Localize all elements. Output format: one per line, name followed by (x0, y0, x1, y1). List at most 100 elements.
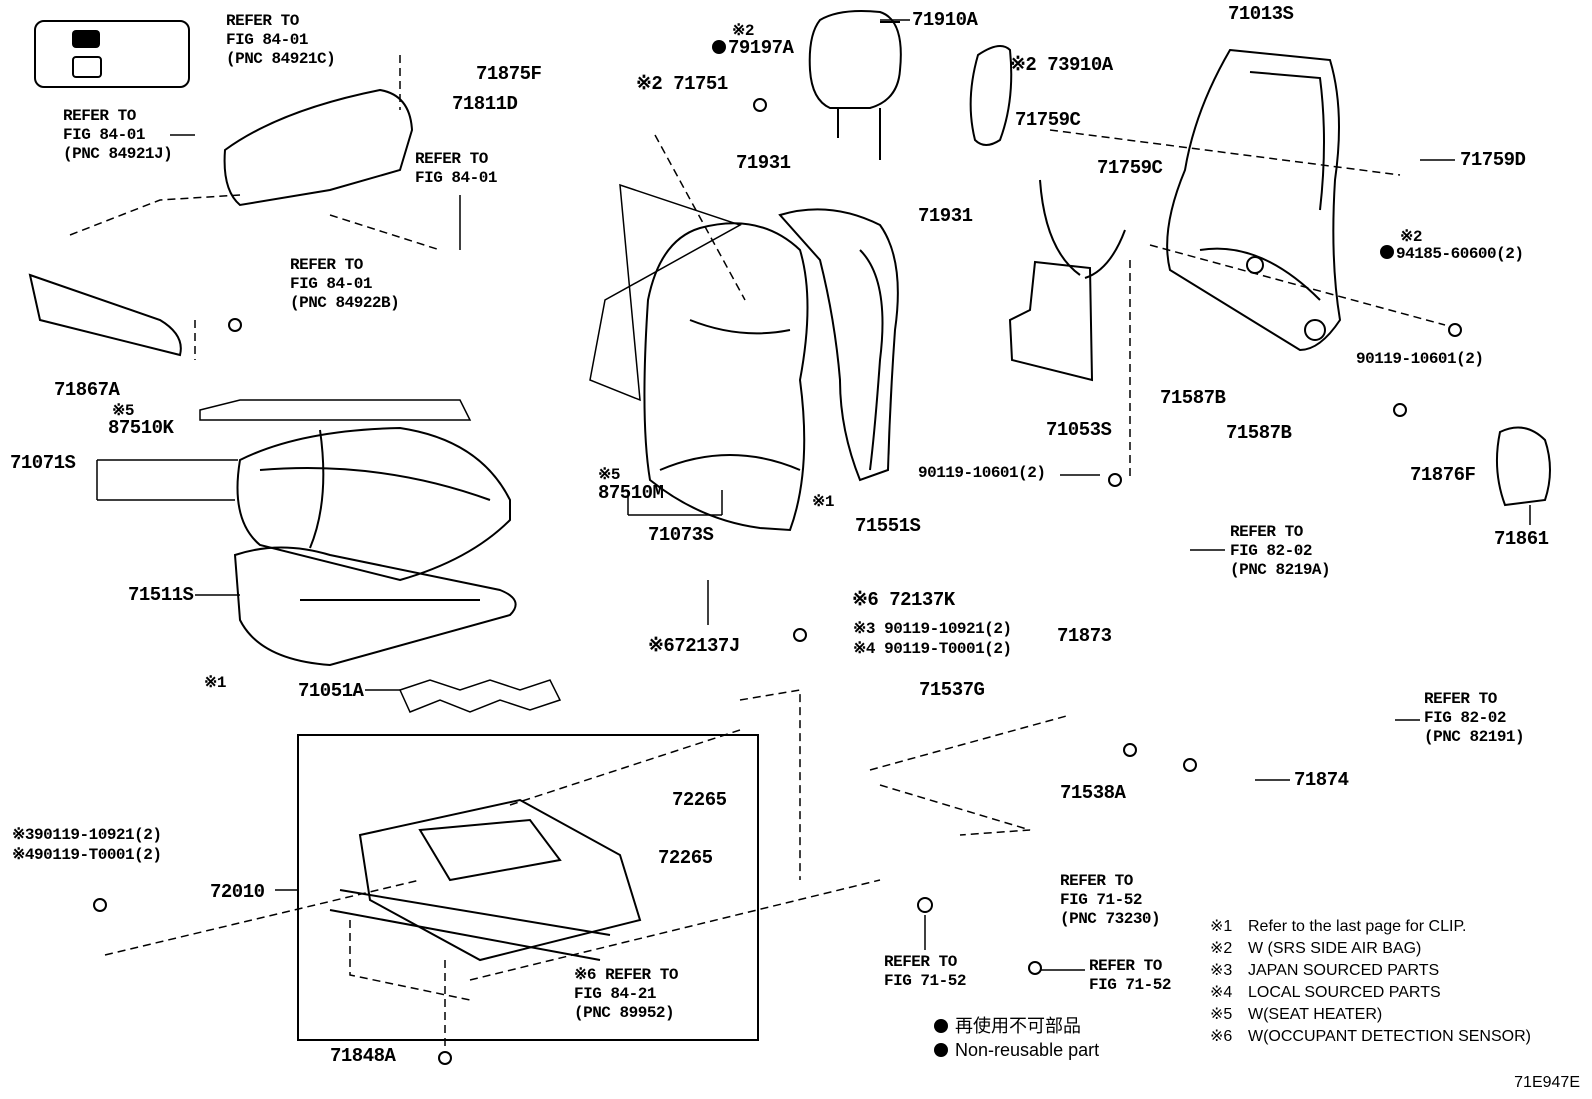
label-71931-a: 71931 (736, 152, 791, 174)
label-71873: 71873 (1057, 625, 1112, 647)
label-clip-mark-a: ※1 (812, 493, 835, 511)
label-72265-b: 72265 (658, 847, 713, 869)
label-79197A-text: 79197A (728, 37, 794, 59)
label-71053S: 71053S (1046, 419, 1112, 441)
label-72265-a: 72265 (672, 789, 727, 811)
label-90119-10601-a: 90119-10601(2) (1356, 350, 1484, 368)
label-94185-mark: ※2 (1400, 228, 1423, 246)
footnote-row: ※6 W(OCCUPANT DETECTION SENSOR) (1210, 1026, 1531, 1048)
footnote-row: ※5 W(SEAT HEATER) (1210, 1004, 1531, 1026)
label-72010: 72010 (210, 881, 265, 903)
footnote-key: ※6 (1210, 1028, 1233, 1045)
legend-row-en: Non-reusable part (934, 1038, 1099, 1062)
color-key-box (34, 20, 190, 88)
label-ref-8219A: REFER TO FIG 82-02 (PNC 8219A) (1230, 523, 1331, 579)
footnote-row: ※3 JAPAN SOURCED PARTS (1210, 960, 1531, 982)
label-79197A-mark: ※2 (732, 22, 755, 40)
label-71910A: 71910A (912, 9, 978, 31)
document-id: 71E947E (1514, 1074, 1580, 1091)
label-73910A: ※2 73910A (1010, 54, 1113, 76)
label-87510K-mark: ※5 (112, 402, 135, 420)
seatback-cover-71073S (589, 183, 809, 532)
legend-row-jp: 再使用不可部品 (934, 1014, 1099, 1038)
label-79197A: 79197A (712, 37, 794, 59)
label-ref-73230: REFER TO FIG 71-52 (PNC 73230) (1060, 872, 1161, 928)
dashed-guide-lines (69, 55, 1446, 1050)
seatback-pad-71551S (778, 208, 899, 482)
label-71876F: 71876F (1410, 464, 1476, 486)
footnote-text: W(OCCUPANT DETECTION SENSOR) (1248, 1028, 1531, 1045)
seat-cushion-cover-71071S (199, 399, 511, 582)
label-71073S: 71073S (648, 524, 714, 546)
footnotes: ※1 Refer to the last page for CLIP. ※2 W (… (1210, 916, 1531, 1048)
legend-jp-text: 再使用不可部品 (955, 1016, 1082, 1036)
label-90119-T0001-a: ※4 90119-T0001(2) (853, 640, 1012, 658)
side-airbag-73910A (969, 45, 1013, 146)
seat-adjuster-72010 (329, 798, 642, 962)
label-71874: 71874 (1294, 769, 1349, 791)
label-71867A: 71867A (54, 379, 120, 401)
footnote-text: W (SRS SIDE AIR BAG) (1248, 940, 1422, 957)
label-71071S: 71071S (10, 452, 76, 474)
label-90119-10921-a: ※3 90119-10921(2) (853, 620, 1012, 638)
label-71875F: 71875F (476, 63, 542, 85)
footnote-key: ※5 (1210, 1006, 1233, 1023)
label-87510K: 87510K (108, 417, 174, 439)
headrest-71910A (808, 10, 902, 160)
label-87510M-mark: ※5 (598, 466, 621, 484)
non-reusable-dot (934, 1043, 948, 1057)
label-71759D: 71759D (1460, 149, 1526, 171)
label-71587B-b: 71587B (1226, 422, 1292, 444)
label-ref-84921J: REFER TO FIG 84-01 (PNC 84921J) (63, 107, 173, 163)
label-71587B-a: 71587B (1160, 387, 1226, 409)
non-reusable-legend: 再使用不可部品 Non-reusable part (934, 1014, 1099, 1062)
cushion-spring-71051A (398, 679, 562, 713)
label-90119-10921-b: ※390119-10921(2) (12, 826, 162, 844)
footnote-text: LOCAL SOURCED PARTS (1248, 984, 1441, 1001)
label-ref-84-01: REFER TO FIG 84-01 (415, 150, 497, 187)
label-90119-10601-b: 90119-10601(2) (918, 464, 1046, 482)
seat-cushion-pad-71511S (233, 546, 517, 667)
label-87510M: 87510M (598, 482, 664, 504)
label-71759C-b: 71759C (1097, 157, 1163, 179)
footnote-text: JAPAN SOURCED PARTS (1248, 962, 1440, 979)
footnote-row: ※2 W (SRS SIDE AIR BAG) (1210, 938, 1531, 960)
label-71538A: 71538A (1060, 782, 1126, 804)
footnote-key: ※2 (1210, 940, 1233, 957)
footnote-text: W(SEAT HEATER) (1248, 1006, 1383, 1023)
leader-lines (96, 19, 1531, 971)
footnote-row: ※1 Refer to the last page for CLIP. (1210, 916, 1531, 938)
legend-en-text: Non-reusable part (955, 1040, 1100, 1060)
footnote-text: Refer to the last page for CLIP. (1248, 918, 1467, 935)
cover-71867A (28, 273, 182, 357)
label-ref-71-52-b: REFER TO FIG 71-52 (1089, 957, 1171, 994)
label-71537G: 71537G (919, 679, 985, 701)
lumbar-support-71053S (1008, 179, 1126, 382)
label-71811D: 71811D (452, 93, 518, 115)
non-reusable-dot (1380, 245, 1394, 259)
side-shield-71811D (223, 88, 414, 207)
label-ref-71-52-a: REFER TO FIG 71-52 (884, 953, 966, 990)
label-71013S: 71013S (1228, 3, 1294, 25)
footnote-key: ※3 (1210, 962, 1233, 979)
label-ref-89952: ※6 REFER TO FIG 84-21 (PNC 89952) (574, 966, 678, 1022)
label-71551S: 71551S (855, 515, 921, 537)
seatback-frame-71013S (1166, 48, 1342, 352)
label-94185-text: 94185-60600(2) (1396, 245, 1524, 263)
label-ref-84922B: REFER TO FIG 84-01 (PNC 84922B) (290, 256, 400, 312)
label-71861: 71861 (1494, 528, 1549, 550)
label-72137J: ※672137J (648, 635, 740, 657)
seat-adjuster-box (297, 734, 759, 1041)
fasteners (93, 98, 1462, 1065)
label-72137K: ※6 72137K (852, 589, 955, 611)
label-ref-82191: REFER TO FIG 82-02 (PNC 82191) (1424, 690, 1525, 746)
label-94185: 94185-60600(2) (1380, 245, 1524, 264)
label-90119-T0001-b: ※490119-T0001(2) (12, 846, 162, 864)
label-ref-84921C: REFER TO FIG 84-01 (PNC 84921C) (226, 12, 336, 68)
key-swatch-outline (72, 56, 102, 78)
footnote-key: ※1 (1210, 918, 1233, 935)
label-71751: ※2 71751 (636, 73, 728, 95)
label-71848A: 71848A (330, 1045, 396, 1067)
